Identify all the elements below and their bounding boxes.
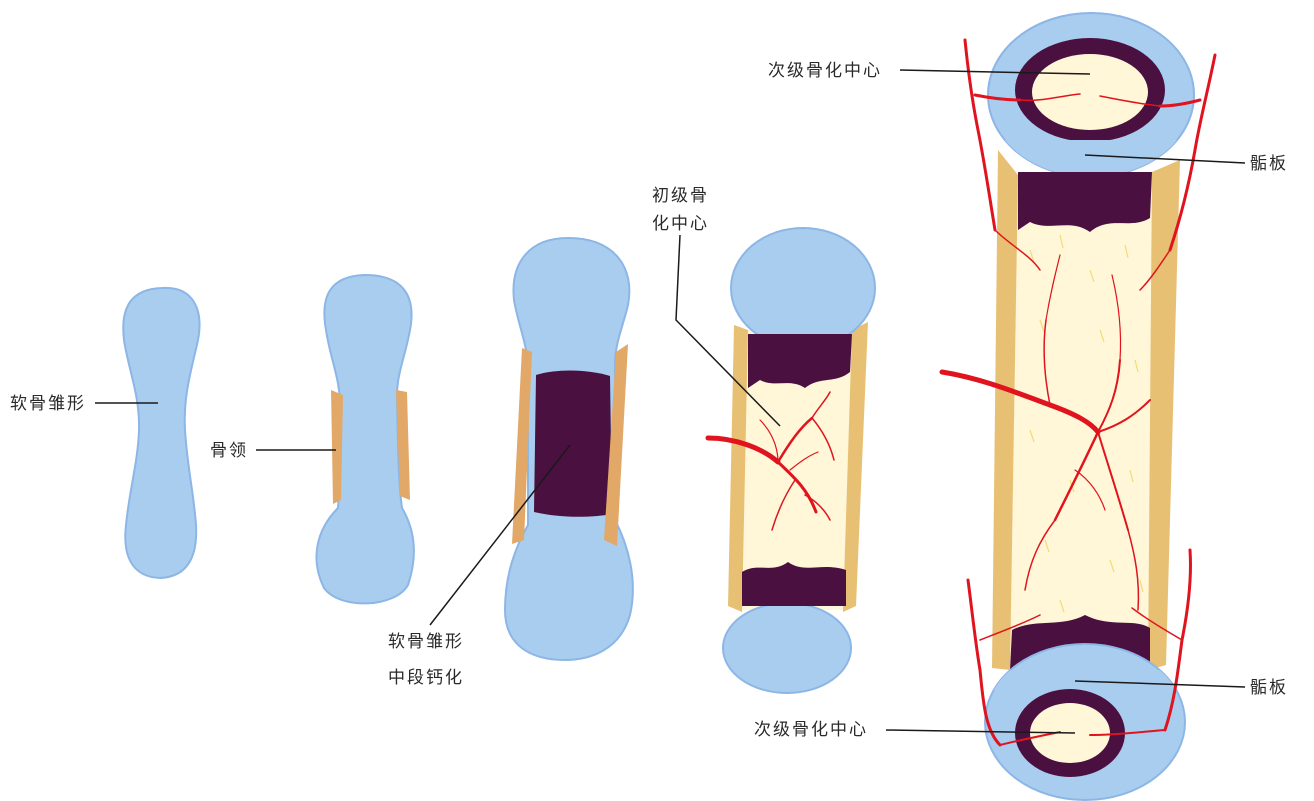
label-secondary-center-top: 次级骨化中心 [768, 61, 882, 81]
bottom-cartilage-cap-stage-4 [723, 603, 851, 693]
calcified-zone [534, 371, 612, 517]
label-secondary-center-bottom: 次级骨化中心 [754, 720, 868, 740]
stage-4-primary-center [708, 228, 875, 693]
bone-collar-left [331, 390, 343, 504]
growth-zone-bottom-stage-4 [742, 562, 846, 606]
label-mid-calcification-line2: 中段钙化 [388, 668, 464, 688]
label-epiphyseal-plate-top: 骺板 [1250, 154, 1288, 174]
label-primary-center-line1: 初级骨 [652, 186, 709, 206]
stage-5-secondary-centers [942, 13, 1215, 800]
stage-2-bone-collar [316, 275, 413, 603]
top-cartilage-cap-stage-4 [731, 228, 875, 348]
label-epiphyseal-plate-bottom: 骺板 [1250, 678, 1288, 698]
top-secondary-center-marrow [1032, 54, 1148, 130]
label-mid-calcification-line1: 软骨雏形 [388, 632, 464, 652]
stage-3-calcification [505, 238, 633, 660]
bottom-epiphyseal-plate [985, 670, 1185, 690]
growth-zone-top-stage-5 [1018, 172, 1152, 232]
cartilage-model-shape [123, 288, 199, 578]
label-bone-collar: 骨领 [210, 441, 248, 461]
label-cartilage-model: 软骨雏形 [10, 394, 86, 414]
stage-1-cartilage-model [123, 288, 199, 578]
label-primary-center-line2: 化中心 [652, 214, 709, 234]
